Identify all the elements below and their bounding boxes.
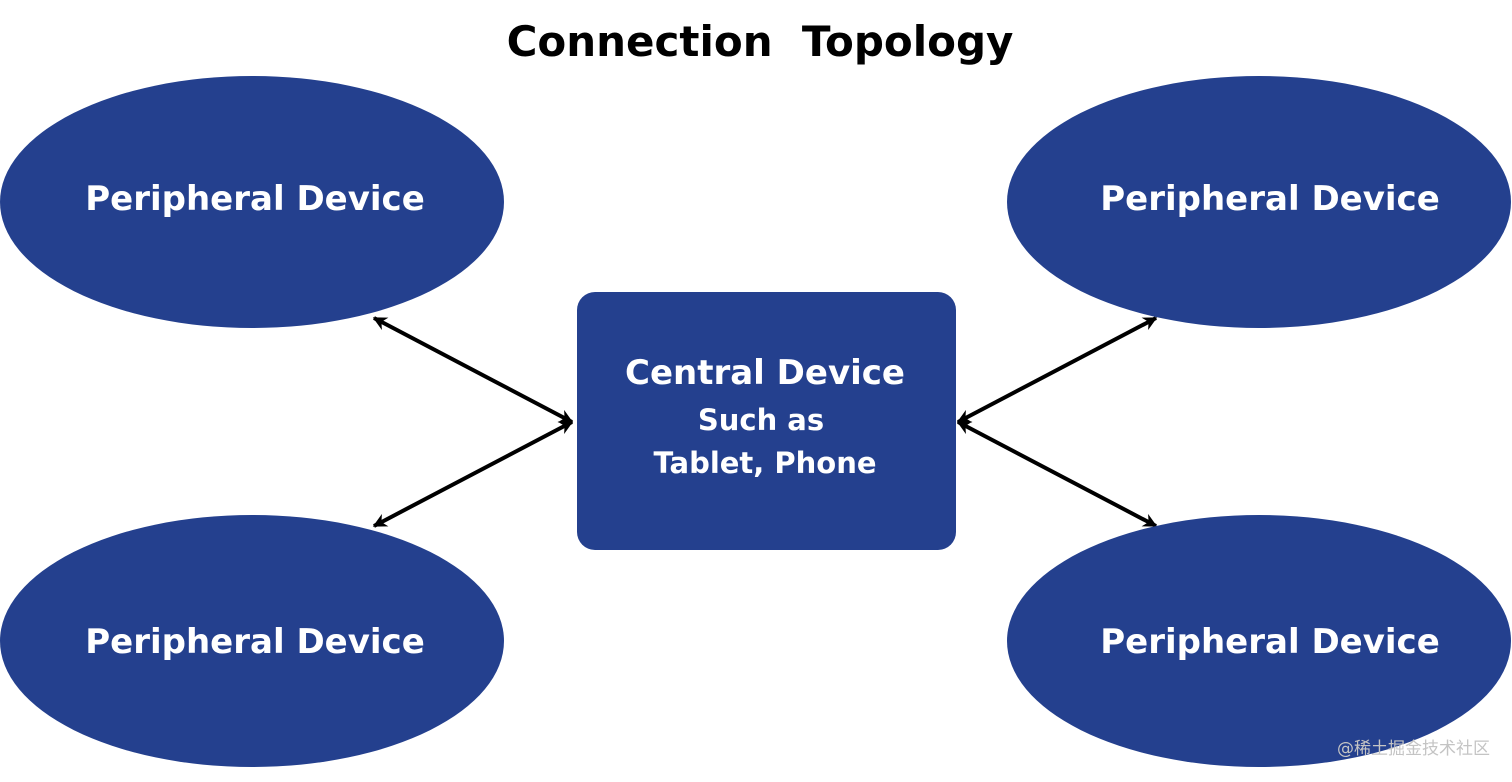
peripheral-node-top-left: Peripheral Device <box>0 76 504 328</box>
peripheral-label: Peripheral Device <box>85 179 425 219</box>
peripheral-ellipse <box>1007 515 1511 767</box>
peripheral-label: Peripheral Device <box>85 622 425 662</box>
peripheral-label: Peripheral Device <box>1100 622 1440 662</box>
central-rect <box>577 292 956 550</box>
central-subtitle-line-1: Such as <box>698 403 824 437</box>
connector-bottom-left <box>372 420 574 528</box>
peripheral-label: Peripheral Device <box>1100 179 1440 219</box>
peripheral-ellipse <box>1007 76 1511 328</box>
central-title: Central Device <box>625 353 905 393</box>
connectors <box>372 316 1158 528</box>
watermark: @稀土掘金技术社区 <box>1337 739 1490 759</box>
peripheral-ellipse <box>0 515 504 767</box>
peripheral-node-bottom-left: Peripheral Device <box>0 515 504 767</box>
central-node: Central Device Such as Tablet, Phone <box>577 292 956 550</box>
connector-top-right <box>956 316 1158 424</box>
connector-bottom-right <box>956 420 1158 528</box>
diagram-title: Connection Topology <box>507 17 1014 66</box>
peripheral-node-top-right: Peripheral Device <box>1007 76 1511 328</box>
connector-top-left <box>372 316 574 424</box>
peripheral-ellipse <box>0 76 504 328</box>
central-subtitle-line-2: Tablet, Phone <box>653 446 876 480</box>
peripheral-node-bottom-right: Peripheral Device <box>1007 515 1511 767</box>
